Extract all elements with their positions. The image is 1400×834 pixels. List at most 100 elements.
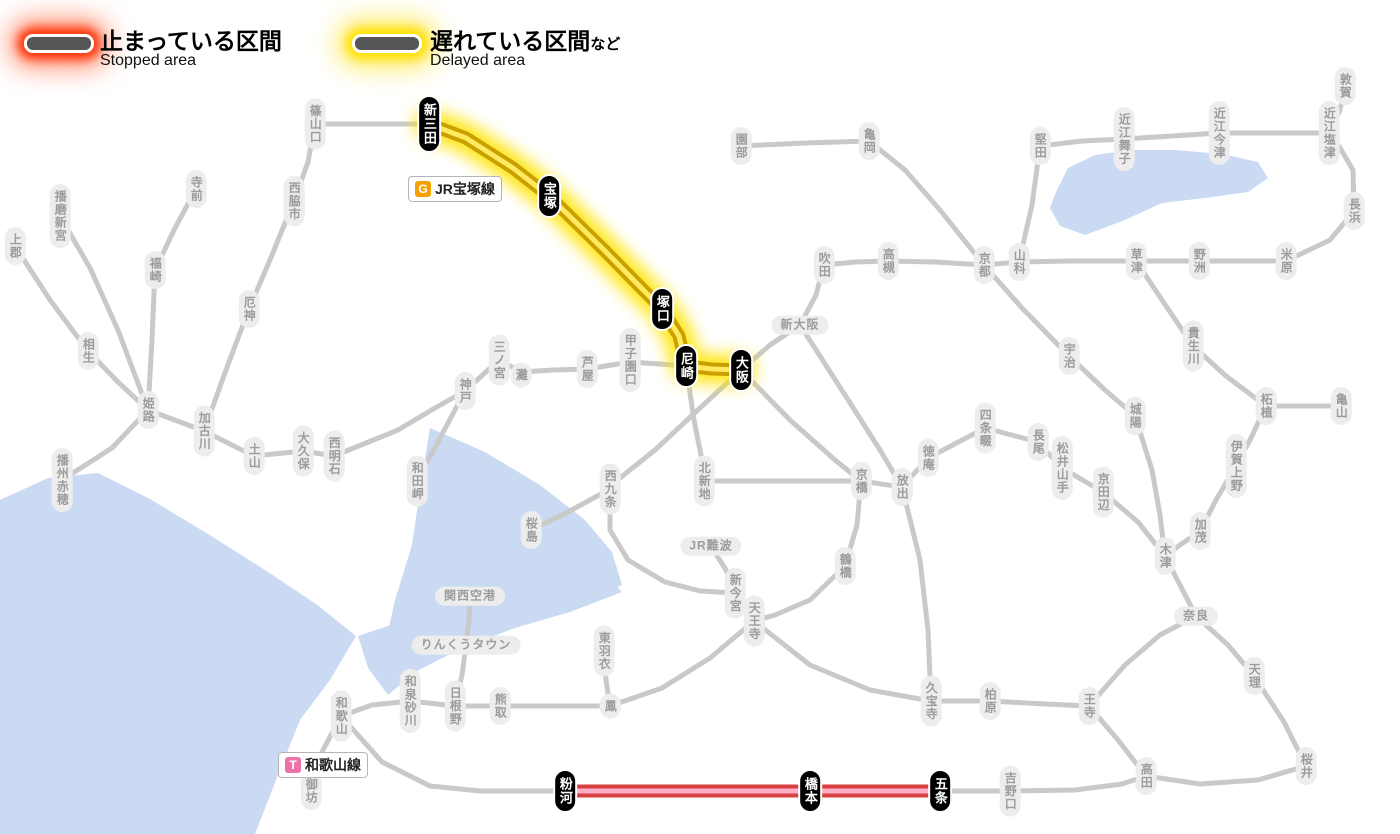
station-pill: 貴生川 [1182,320,1204,372]
station-pill: 神戸 [454,372,476,410]
station-pill: 敦賀 [1334,67,1356,105]
station-pill: 松井山手 [1051,436,1073,500]
station-pill: 芦屋 [576,350,598,388]
station-pill: 東羽衣 [593,625,615,677]
rail-line [937,773,1149,794]
station-pill: 高槻 [877,242,899,280]
station-pill: 三ノ宮 [488,334,510,386]
station-pill: 橋本 [798,769,822,813]
station-pill: 加茂 [1189,512,1211,550]
station-pill: 天王寺 [743,595,765,647]
line-name: JR宝塚線 [435,181,495,197]
delayed-area-label-suffix: など [590,36,621,53]
rail-line [738,367,864,624]
station-pill: 日根野 [444,680,466,732]
station-pill: 塚口 [650,287,674,331]
station-pill: 大阪 [729,348,753,392]
station-pill: 城陽 [1124,397,1146,435]
station-pill: 久宝寺 [920,675,942,727]
station-pill: 相生 [77,332,99,370]
station-pill: 近江舞子 [1113,107,1135,171]
station-pill: 京橋 [850,462,872,500]
station-pill: 木津 [1154,537,1176,575]
station-pill: 関西空港 [434,586,506,606]
station-pill: 奈良 [1173,606,1219,626]
rail-line [338,618,757,719]
rail-line [1143,763,1309,787]
station-pill: 天理 [1243,657,1265,695]
station-pill: JR難波 [680,536,742,556]
rail-line [1162,403,1269,559]
station-pill: 亀山 [1330,387,1352,425]
station-pill: 大久保 [292,425,314,477]
station-pill: 柏原 [979,682,1001,720]
station-pill: 和田岬 [406,455,428,507]
station-pill: 新三田 [417,95,441,153]
station-pill: 篠山口 [304,98,326,150]
station-pill: 粉河 [553,769,577,813]
rail-line [981,262,1168,559]
water-area [385,428,622,670]
station-pill: 園部 [730,127,752,165]
station-pill: 五条 [928,769,952,813]
rail-line [738,138,987,268]
station-pill: 草津 [1125,242,1147,280]
rail-line [57,213,151,413]
station-pill: 寺前 [185,170,207,208]
station-pill: 尼崎 [674,344,698,388]
station-pill: 鶴橋 [834,547,856,585]
station-pill: 高田 [1135,757,1157,795]
station-pill: 長浜 [1343,192,1365,230]
station-pill: 長尾 [1027,423,1049,461]
stopped-area-swatch [24,34,94,53]
station-pill: 亀岡 [858,122,880,160]
station-pill: 厄神 [238,290,260,328]
delayed-area-sublabel: Delayed area [430,52,526,69]
station-pill: 近江塩津 [1318,101,1340,165]
station-pill: 播磨新宮 [49,184,71,248]
delayed-area-swatch [352,34,422,53]
station-pill: 新今宮 [724,567,746,619]
rail-line [338,713,568,794]
rail-line [528,486,613,533]
station-pill: 鳳 [599,693,621,719]
rail-line [201,121,318,434]
station-pill: 土山 [243,437,265,475]
station-pill: 灘 [510,362,532,388]
rail-line [607,367,757,624]
station-pill: 西明石 [323,430,345,482]
station-pill: 北新地 [693,455,715,507]
station-pill: 堅田 [1029,127,1051,165]
station-pill: 山科 [1008,243,1030,281]
delayed-line-center [426,121,744,373]
station-pill: 柘植 [1255,387,1277,425]
water-area [1050,150,1268,235]
delayed-area-label-main: 遅れている区間 [430,28,591,54]
station-pill: 播州赤穂 [51,448,73,512]
station-pill: 和泉砂川 [399,669,421,733]
rail-line [59,407,151,483]
station-pill: 御坊 [300,772,322,810]
station-pill: 吉野口 [999,765,1021,817]
station-pill: 甲子園口 [619,328,641,392]
station-pill: 西九条 [599,463,621,515]
station-pill: 京都 [973,246,995,284]
line-badge: T [285,757,301,773]
station-pill: 四条畷 [974,402,996,454]
station-pill: りんくうタウン [411,635,521,655]
station-pill: 桜島 [520,511,542,549]
line-badge: G [415,181,431,197]
station-pill: 伊賀上野 [1225,434,1247,498]
station-pill: 西脇市 [283,175,305,227]
station-pill: 熊取 [489,687,511,725]
rail-line [751,613,1199,709]
station-pill: 桜井 [1295,747,1317,785]
stopped-area-sublabel: Stopped area [100,52,197,69]
station-pill: 放出 [891,468,913,506]
station-pill: 宇治 [1058,337,1080,375]
